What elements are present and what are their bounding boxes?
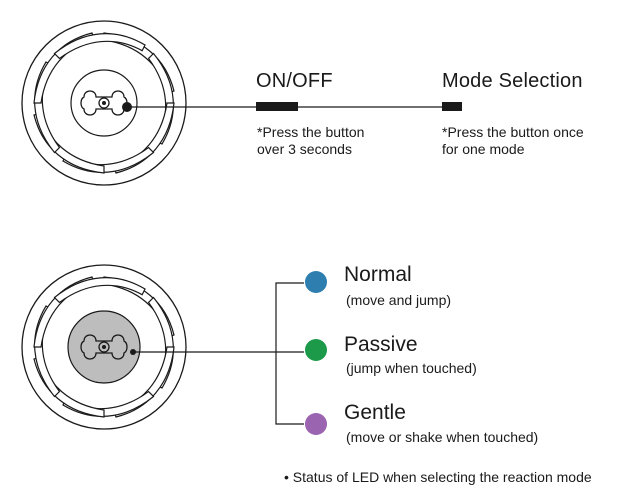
mode-normal-desc: (move and jump) bbox=[346, 292, 452, 308]
mode-bracket bbox=[275, 282, 304, 425]
footer-bullet: • bbox=[284, 469, 289, 485]
onoff-note-line2: over 3 seconds bbox=[257, 141, 352, 157]
onoff-marker bbox=[256, 102, 298, 111]
mode-selection-note: *Press the button once for one mode bbox=[442, 124, 584, 158]
footer-text: Status of LED when selecting the reactio… bbox=[292, 469, 592, 485]
bottom-connector bbox=[130, 282, 304, 425]
mode-gentle-desc: (move or shake when touched) bbox=[346, 429, 539, 445]
top-connector bbox=[122, 102, 462, 112]
top-button-icon[interactable] bbox=[80, 90, 128, 116]
footer-note: • Status of LED when selecting the react… bbox=[284, 469, 592, 485]
led-passive-dot bbox=[305, 339, 327, 361]
bottom-wheel bbox=[4, 247, 204, 447]
mode-gentle-title: Gentle bbox=[344, 401, 406, 424]
led-normal-dot bbox=[305, 271, 327, 293]
onoff-note: *Press the button over 3 seconds bbox=[257, 124, 364, 158]
led-gentle-dot bbox=[305, 413, 327, 435]
bottom-button-icon[interactable] bbox=[80, 334, 128, 360]
mode-selection-title: Mode Selection bbox=[442, 70, 583, 92]
mode-note-line1: *Press the button once bbox=[442, 124, 584, 140]
onoff-title: ON/OFF bbox=[256, 70, 333, 92]
mode-note-line2: for one mode bbox=[442, 141, 525, 157]
mode-marker bbox=[442, 102, 462, 111]
mode-passive-title: Passive bbox=[344, 333, 418, 356]
top-wheel bbox=[4, 3, 204, 203]
mode-passive-desc: (jump when touched) bbox=[346, 360, 477, 376]
mode-normal-title: Normal bbox=[344, 263, 412, 286]
onoff-note-line1: *Press the button bbox=[257, 124, 365, 140]
